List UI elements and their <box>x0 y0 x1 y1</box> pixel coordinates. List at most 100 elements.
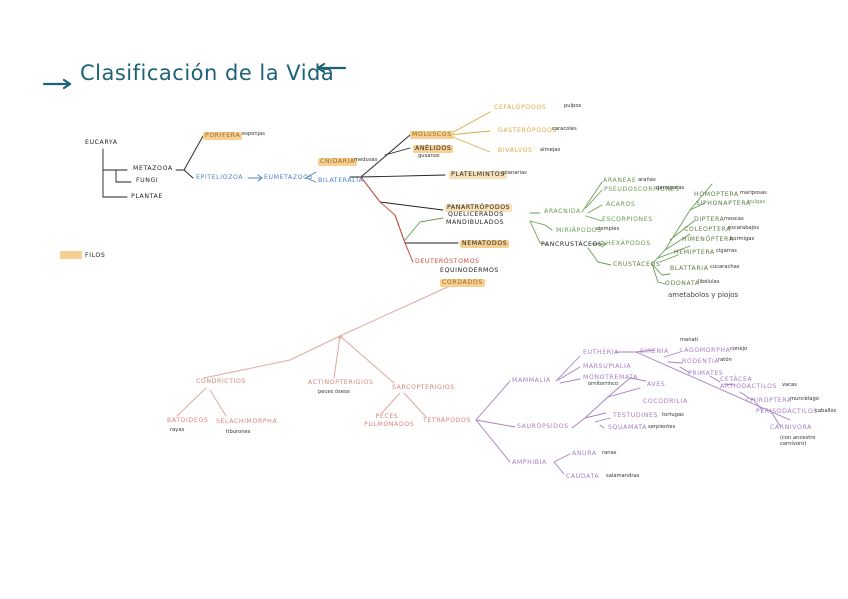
node-miriapodos: MIRIÁPODOS <box>556 227 602 234</box>
node-acaros: ÁCAROS <box>606 201 636 208</box>
node-quelicerados: QUELICERADOS <box>448 211 504 218</box>
node-cocodrilia: COCODRILIA <box>643 398 688 405</box>
node-rodentia: RODENTIA <box>682 358 720 365</box>
node-monotremata: MONOTREMATA <box>583 374 638 381</box>
node-primates: PRIMATES <box>688 370 724 377</box>
node-eutheria: EUTHERIA <box>583 349 619 356</box>
node-mandibulados: MANDIBULADOS <box>446 219 505 226</box>
node-porifera: PORIFERA <box>203 132 243 141</box>
common-homoptera: mariposas <box>740 190 767 196</box>
node-cordados: CORDADOS <box>440 279 485 288</box>
node-cefalopodos: CEFALÓPODOS <box>494 104 547 111</box>
node-batoideos: BATOIDEOS <box>167 417 209 424</box>
node-escorpiones: ESCORPIONES <box>602 216 653 223</box>
node-bivalvos: BIVALVOS <box>498 147 533 154</box>
common-anelidos: gusanos <box>418 153 440 159</box>
common-hemiptera: cigarras <box>716 248 737 254</box>
node-testudines: TESTUDINES <box>613 412 658 419</box>
node-tetrapodos: TETRÁPODOS <box>423 417 471 424</box>
node-actinopterigios: ACTINOPTERIGIOS <box>308 379 374 386</box>
common-odonata: libélulas <box>698 279 720 285</box>
common-chiroptera: murciélago <box>790 396 819 402</box>
node-odonata: ODONATA <box>665 280 700 287</box>
node-epitelozoa: EPITELIOZOA <box>196 174 244 181</box>
common-gasteropodos: caracoles <box>552 126 577 132</box>
node-araneae: ARANEAE <box>603 177 637 184</box>
node-artiodactilos: ARTIODÁCTILOS <box>720 383 778 390</box>
common-siphonaptera: pulgas <box>748 199 766 205</box>
node-peces-pulmonados: PECES PULMONADOS <box>364 413 415 429</box>
common-anura: ranas <box>602 450 617 456</box>
common-caudata: salamandras <box>606 473 640 479</box>
title-arrow-right <box>316 62 347 74</box>
node-deuterostomos: DEUTERÓSTOMOS <box>415 258 480 265</box>
common-sirenia: manatí <box>680 337 699 343</box>
common-araneae: arañas <box>638 177 656 183</box>
node-squamata: SQUAMATA <box>608 424 647 431</box>
node-cetacea: CETÁCEA <box>720 376 753 383</box>
node-fungi: FUNGI <box>136 177 159 184</box>
common-pseudoscorpiones: garrapatas <box>656 185 685 191</box>
node-diptera: DIPTERA <box>694 216 725 223</box>
common-actinopterigios: peces óseos <box>318 389 350 395</box>
common-selachimorpha: tiburones <box>226 429 251 435</box>
node-siphonaptera: SIPHONAPTERA <box>696 200 751 207</box>
common-squamata: serpientes <box>648 424 676 430</box>
node-lagomorpha: LAGOMORPHA <box>680 347 731 354</box>
common-monotremata: ornitorrinco <box>588 381 619 387</box>
node-mammalia: MAMMALIA <box>512 377 551 384</box>
node-crustaceos: CRUSTÁCEOS <box>613 261 661 268</box>
node-gasteropodos: GASTERÓPODOS <box>498 127 558 134</box>
common-testudines: tortugas <box>662 412 684 418</box>
node-pseudoscorpiones: PSEUDOSCORPIONES <box>604 186 680 193</box>
node-amphibia: AMPHIBIA <box>512 459 547 466</box>
node-moluscos: MOLUSCOS <box>410 131 454 140</box>
node-bilateralia: BILATERALIA <box>318 177 364 184</box>
common-batoideos: rayas <box>170 427 185 433</box>
node-marsupialia: MARSUPIALIA <box>583 363 632 370</box>
node-anelidos: ANÉLIDOS <box>413 145 454 154</box>
node-aves: AVES <box>647 381 666 388</box>
title-arrow-left <box>42 78 72 90</box>
node-selachimorpha: SELACHIMORPHA <box>216 418 278 425</box>
node-hemiptera: HEMIPTERA <box>674 249 715 256</box>
common-diptera: moscas <box>724 216 744 222</box>
node-carnivora: CARNIVORA <box>770 424 812 431</box>
node-metazooa: METAZOOA <box>133 165 173 172</box>
node-eumetazoos: EUMETAZOOS <box>264 174 314 181</box>
node-sauropsidos: SAURÓPSIDOS <box>517 423 569 430</box>
node-coleoptera: COLEOPTERA <box>684 226 732 233</box>
common-carnivora: (con ancestro carnívoro) <box>780 435 816 448</box>
common-cnidaria: medusas <box>354 157 378 163</box>
common-artiodactilos: vacas <box>782 382 797 388</box>
node-nematodos: NEMATODOS <box>460 240 510 249</box>
legend-label: FILOS <box>85 252 106 259</box>
common-lagomorpha: conejo <box>730 346 748 352</box>
common-blattaria: cucarachas <box>710 264 740 270</box>
node-chiroptera: CHIROPTERA <box>746 397 792 404</box>
legend-swatch <box>60 251 82 259</box>
arthropod-note: ametabolos y piojos <box>668 291 739 299</box>
node-himenoptera: HIMENÓPTERA <box>682 236 734 243</box>
common-bivalvos: almejas <box>540 147 561 153</box>
common-miriapodos: ciempiés <box>596 226 620 232</box>
node-plantae: PLANTAE <box>131 193 163 200</box>
node-platelmintos: PLATELMINTOS <box>449 171 507 180</box>
node-caudata: CAUDATA <box>566 473 600 480</box>
node-aracnida: ARACNIDA <box>544 208 581 215</box>
common-platelmintos: planarias <box>503 170 527 176</box>
node-perisodactilos: PERISODÁCTILOS <box>756 408 818 415</box>
node-panarthropodos: PANARTRÓPODOS <box>445 204 513 213</box>
node-sarcopterigios: SARCOPTERIGIOS <box>392 384 455 391</box>
page-title: Clasificación de la Vida <box>80 61 335 85</box>
common-rodentia: ratón <box>718 357 732 363</box>
node-condrictios: CONDRICTIOS <box>196 378 247 385</box>
common-perisodactilos: caballos <box>815 408 837 414</box>
node-anura: ANURA <box>572 450 597 457</box>
node-homoptera: HOMOPTERA <box>694 191 739 198</box>
common-cefalopodos: pulpos <box>564 103 582 109</box>
node-pancrustaceos: PANCRUSTÁCEOS <box>541 241 603 248</box>
node-eucarya: EUCARYA <box>85 139 118 146</box>
node-hexapodos: HEXÁPODOS <box>606 240 651 247</box>
